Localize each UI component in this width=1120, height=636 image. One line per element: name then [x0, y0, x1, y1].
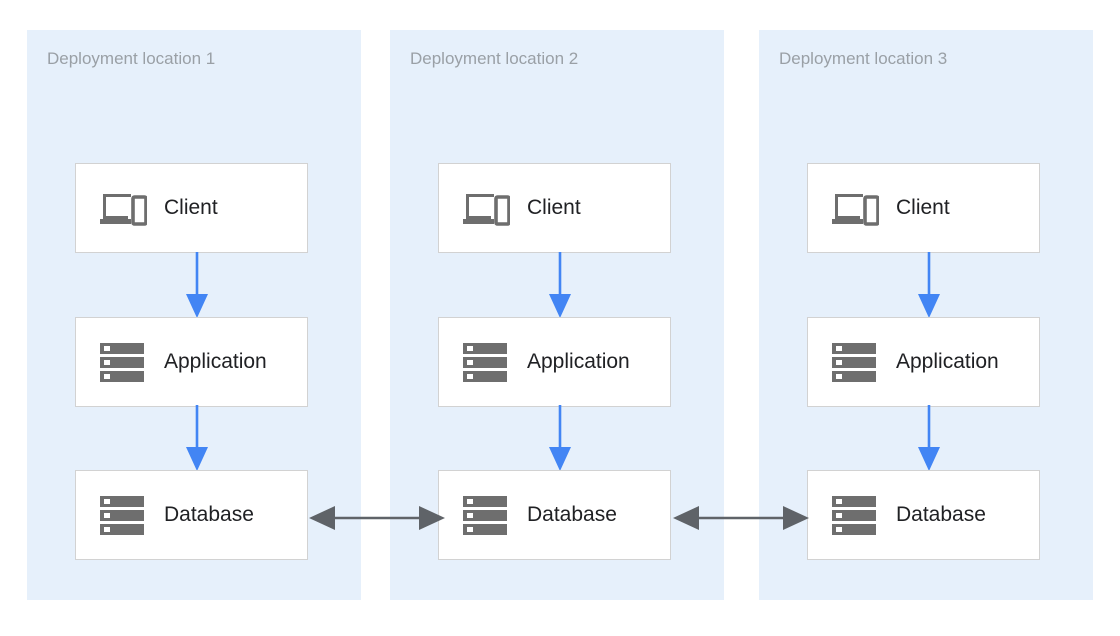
server-stack-icon — [96, 489, 148, 541]
deployment-location-panel-1: Deployment location 1 Client — [27, 30, 361, 600]
node-database-3[interactable]: Database — [807, 470, 1040, 560]
arrow-application-to-database-1 — [182, 405, 212, 471]
node-label-application-1: Application — [164, 350, 267, 373]
node-client-1[interactable]: Client — [75, 163, 308, 253]
arrow-application-to-database-3 — [914, 405, 944, 471]
arrow-client-to-application-2 — [545, 252, 575, 318]
node-label-database-2: Database — [527, 503, 617, 526]
node-label-application-2: Application — [527, 350, 630, 373]
client-devices-icon — [828, 182, 880, 234]
arrow-client-to-application-1 — [182, 252, 212, 318]
arrow-client-to-application-3 — [914, 252, 944, 318]
node-application-2[interactable]: Application — [438, 317, 671, 407]
deployment-location-panel-2: Deployment location 2 Client — [390, 30, 724, 600]
node-database-2[interactable]: Database — [438, 470, 671, 560]
client-devices-icon — [96, 182, 148, 234]
node-label-client-1: Client — [164, 196, 218, 219]
server-stack-icon — [96, 336, 148, 388]
node-label-database-3: Database — [896, 503, 986, 526]
panel-title-3: Deployment location 3 — [779, 49, 948, 68]
panel-title-1: Deployment location 1 — [47, 49, 216, 68]
node-label-database-1: Database — [164, 503, 254, 526]
deployment-location-panel-3: Deployment location 3 Client — [759, 30, 1093, 600]
server-stack-icon — [459, 336, 511, 388]
arrow-database-1-to-database-2 — [309, 503, 445, 533]
node-label-application-3: Application — [896, 350, 999, 373]
panel-title-2: Deployment location 2 — [410, 49, 579, 68]
node-client-3[interactable]: Client — [807, 163, 1040, 253]
server-stack-icon — [828, 489, 880, 541]
node-application-1[interactable]: Application — [75, 317, 308, 407]
node-database-1[interactable]: Database — [75, 470, 308, 560]
node-application-3[interactable]: Application — [807, 317, 1040, 407]
server-stack-icon — [459, 489, 511, 541]
node-label-client-3: Client — [896, 196, 950, 219]
node-client-2[interactable]: Client — [438, 163, 671, 253]
arrow-database-2-to-database-3 — [673, 503, 809, 533]
node-label-client-2: Client — [527, 196, 581, 219]
arrow-application-to-database-2 — [545, 405, 575, 471]
server-stack-icon — [828, 336, 880, 388]
client-devices-icon — [459, 182, 511, 234]
